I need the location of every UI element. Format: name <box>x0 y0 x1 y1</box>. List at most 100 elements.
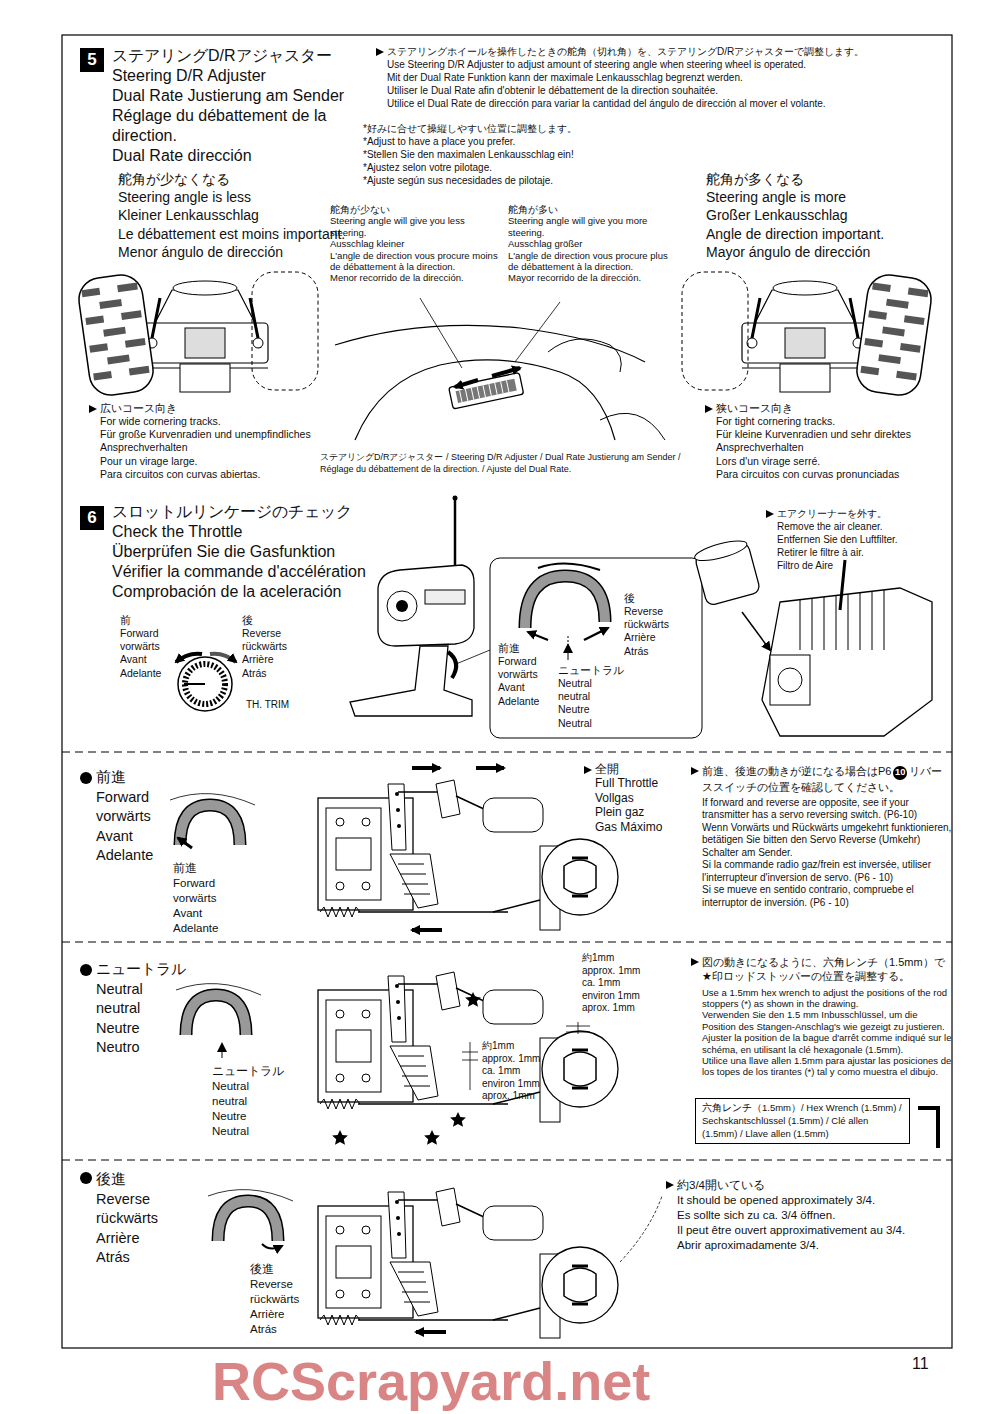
row-heading: Neutre <box>96 1019 186 1039</box>
instruction-text: Entfernen Sie den Luftfilter. <box>765 533 947 546</box>
instruction-text-line: 前進、後進の動きが逆になる場合はP610リバーススイッチの位置を確認してください… <box>690 764 952 794</box>
direction-label: Reverse <box>624 605 700 618</box>
instruction-text: 約3/4開いている <box>665 1178 950 1193</box>
watermark: RCScrapyard.net <box>212 1354 832 1408</box>
setting-note: Menor recorrido de la dirección. <box>330 272 502 283</box>
dimension-label: approx. 1mm <box>582 965 667 978</box>
setting-note: 舵角が多い <box>508 204 680 215</box>
direction-label: Neutral <box>558 677 633 690</box>
usage-note: Para circuitos con curvas abiertas. <box>88 468 333 481</box>
setting-label: 舵角が多くなる <box>706 170 936 188</box>
instruction-text: Ajuster la position de la bague d'arrêt … <box>690 1032 952 1055</box>
setting-note: Ausschlag kleiner <box>330 238 502 249</box>
direction-label: Avant <box>120 653 182 666</box>
note-text: *Adjust to have a place you prefer. <box>363 135 693 148</box>
step-heading: Überprüfen Sie die Gasfunktion <box>112 542 412 562</box>
setting-note: Steering angle will give you less steeri… <box>330 215 502 238</box>
setting-label: Steering angle is more <box>706 188 936 206</box>
trigger-label: Adelante <box>173 921 243 936</box>
step-heading: Vérifier la commande d'accélération <box>112 562 412 582</box>
setting-label: Angle de direction important. <box>706 225 936 243</box>
direction-label: Arrière <box>242 653 312 666</box>
row-heading: vorwärts <box>96 807 186 827</box>
throttle-label: Full Throttle <box>583 776 693 790</box>
note-text: *Ajuste según sus necesidades de pilotaj… <box>363 174 693 187</box>
step-heading: ステアリングD/Rアジャスター <box>112 46 382 66</box>
dimension-label: ca. 1mm <box>582 977 667 990</box>
step-heading: Check the Throttle <box>112 522 412 542</box>
usage-note: For wide cornering tracks. <box>88 415 333 428</box>
row-heading: 前進 <box>96 768 186 788</box>
trim-name: TH. TRIM <box>246 699 316 711</box>
direction-label: Neutral <box>558 717 633 730</box>
usage-note: Para circuitos con curvas pronunciadas <box>704 468 944 481</box>
instruction-text: Wenn Vorwärts und Rückwärts umgekehrt fu… <box>690 822 952 860</box>
throttle-label: Vollgas <box>583 791 693 805</box>
dimension-label: approx. 1mm <box>482 1053 542 1066</box>
setting-note: L'angle de direction vous procure plus d… <box>508 250 680 273</box>
setting-label: Kleiner Lenkausschlag <box>118 206 348 224</box>
usage-note: Pour un virage large. <box>88 455 333 468</box>
instruction-text: Es sollte sich zu ca. 3/4 öffnen. <box>665 1208 950 1223</box>
note-text: *好みに合せて操縦しやすい位置に調整します。 <box>363 122 693 135</box>
dimension-label: aprox. 1mm <box>482 1090 542 1103</box>
direction-label: Forward <box>498 655 558 668</box>
setting-label: Mayor ángulo de dirección <box>706 243 936 261</box>
instruction-text: Remove the air cleaner. <box>765 520 947 533</box>
instruction-text: Utilice una llave allen 1.5mm para ajust… <box>690 1055 952 1078</box>
setting-label: Großer Lenkausschlag <box>706 206 936 224</box>
direction-label: 後 <box>242 614 312 627</box>
direction-label: Forward <box>120 627 182 640</box>
direction-label: 後 <box>624 592 700 605</box>
direction-label: Atrás <box>242 667 312 680</box>
dimension-label: aprox. 1mm <box>582 1002 667 1015</box>
step-heading: Steering D/R Adjuster <box>112 66 382 86</box>
step-heading: Dual Rate Justierung am Sender <box>112 86 382 106</box>
direction-label: rückwärts <box>242 640 312 653</box>
trigger-label: Neutral <box>212 1079 292 1094</box>
direction-label: ニュートラル <box>558 664 633 677</box>
instruction-text: Filtro de Aire <box>765 559 947 572</box>
row-heading: Adelante <box>96 846 186 866</box>
direction-label: 前進 <box>498 642 558 655</box>
usage-note: 広いコース向き <box>88 402 333 415</box>
instruction-text: Retirer le filtre à air. <box>765 546 947 559</box>
note-text: *Ajustez selon votre pilotage. <box>363 161 693 174</box>
trigger-label: Reverse <box>250 1277 330 1292</box>
figure-caption: ステアリングD/Rアジャスター / Steering D/R Adjuster … <box>320 452 695 475</box>
throttle-label: Plein gaz <box>583 805 693 819</box>
node-text: 六角レンチ（1.5mm）/ Hex Wrench (1.5mm) / Sechs… <box>702 1102 903 1140</box>
direction-label: Reverse <box>242 627 312 640</box>
instruction-text: Mit der Dual Rate Funktion kann der maxi… <box>375 71 947 84</box>
direction-label: 前 <box>120 614 182 627</box>
row-heading: Neutro <box>96 1038 186 1058</box>
direction-label: vorwärts <box>120 640 182 653</box>
setting-note: L'angle de direction vous procure moins … <box>330 250 502 273</box>
instruction-text: Si la commande radio gaz/frein est inver… <box>690 859 952 884</box>
dimension-label: environ 1mm <box>482 1078 542 1091</box>
usage-note: Lors d'un virage serré. <box>704 455 944 468</box>
instruction-text: 図の動きになるように、六角レンチ（1.5mm）で★印ロッドストッパーの位置を調整… <box>690 955 952 984</box>
row-heading: Reverse <box>96 1190 186 1210</box>
direction-label: Arrière <box>624 631 700 644</box>
instruction-text: If forward and reverse are opposite, see… <box>690 797 952 822</box>
instruction-text: Abrir aproximadamente 3/4. <box>665 1238 950 1253</box>
row-heading: Arrière <box>96 1229 186 1249</box>
dimension-label: environ 1mm <box>582 990 667 1003</box>
step-heading: Comprobación de la aceleración <box>112 582 412 602</box>
trigger-label: ニュートラル <box>212 1064 292 1079</box>
trigger-label: vorwärts <box>173 891 243 906</box>
instruction-text: エアクリーナーを外す。 <box>765 507 947 520</box>
throttle-label: 全開 <box>583 762 693 776</box>
step-heading: スロットルリンケージのチェック <box>112 502 412 522</box>
setting-label: Menor ángulo de dirección <box>118 243 348 261</box>
instruction-text: Verwenden Sie den 1.5 mm Inbusschlüssel,… <box>690 1009 952 1032</box>
trigger-label: Arrière <box>250 1307 330 1322</box>
instruction-text: 前進、後進の動きが逆になる場合はP6 <box>702 765 891 777</box>
usage-note: For tight cornering tracks. <box>704 415 944 428</box>
dimension-label: ca. 1mm <box>482 1065 542 1078</box>
row-heading: rückwärts <box>96 1209 186 1229</box>
instruction-text: Use Steering D/R Adjuster to adjust amou… <box>375 58 947 71</box>
row-heading: neutral <box>96 999 186 1019</box>
